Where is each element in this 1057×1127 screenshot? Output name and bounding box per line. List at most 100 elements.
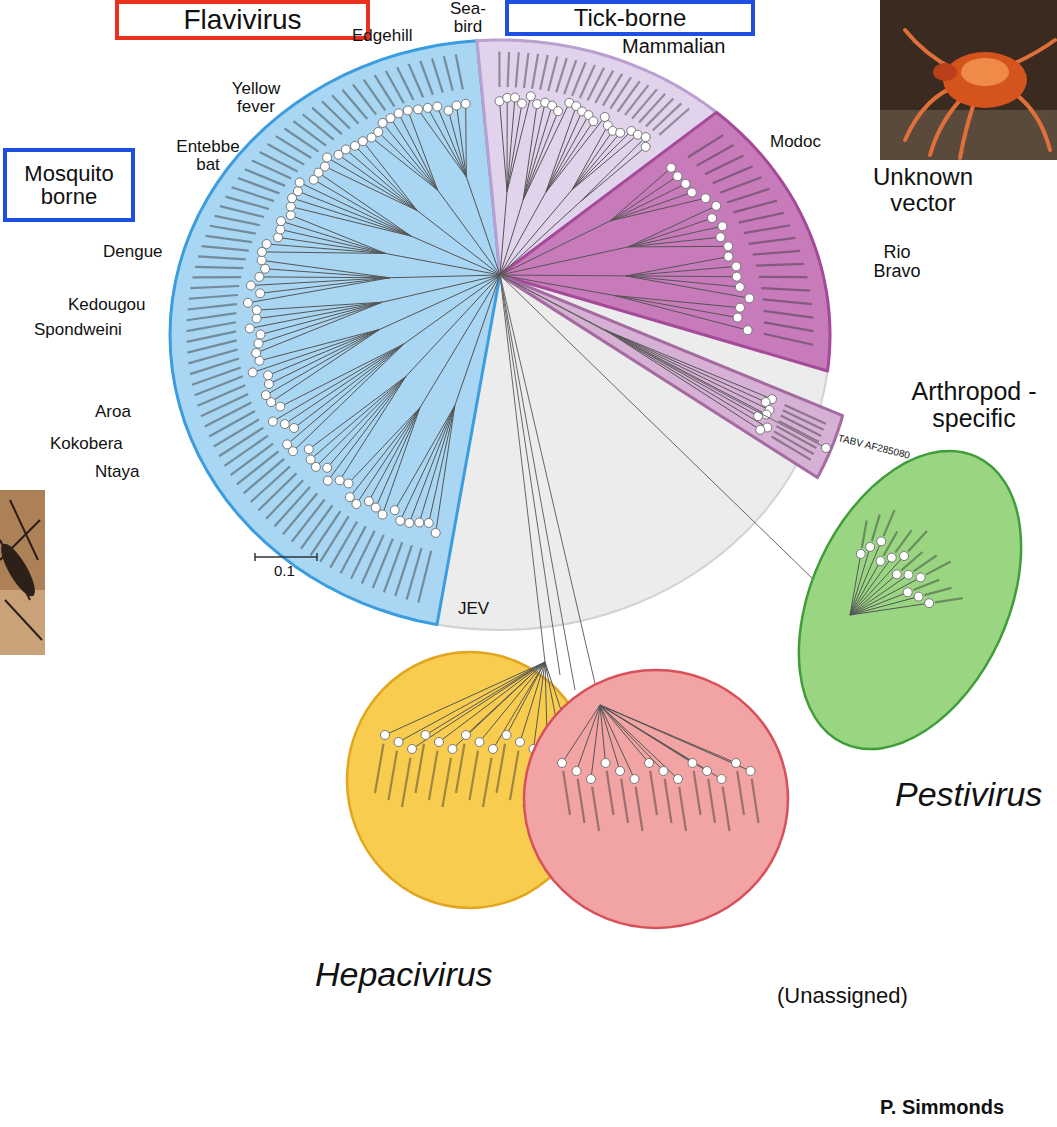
- leaf-dot: [701, 194, 710, 203]
- leaf-name-mark: [205, 403, 252, 427]
- branch-line: [480, 662, 546, 742]
- leaf-name-mark: [764, 334, 813, 345]
- leaf-dot: [433, 102, 442, 111]
- leaf-dot: [641, 142, 650, 151]
- leaf-name-mark: [303, 114, 334, 139]
- branch-line: [614, 295, 740, 307]
- leaf-name-mark: [397, 67, 413, 100]
- leaf-dot: [659, 767, 668, 776]
- leaf-name-mark: [595, 71, 613, 103]
- leaf-name-mark: [198, 256, 246, 259]
- branch-line: [328, 377, 406, 481]
- branch-line: [253, 329, 380, 372]
- leaf-dot: [516, 738, 525, 747]
- leaf-dot: [264, 380, 273, 389]
- leaf-dot: [320, 162, 329, 171]
- leaf-name-mark: [187, 340, 236, 352]
- group-outline: [522, 668, 790, 930]
- branch-line: [395, 406, 455, 510]
- leaf-dot: [444, 106, 453, 115]
- leaf-name-mark: [202, 246, 249, 251]
- leaf-name-mark: [578, 779, 585, 823]
- leaf-dot: [526, 92, 535, 101]
- leaf-dot: [533, 100, 542, 109]
- leaf-dot: [254, 339, 263, 348]
- group-fill: [754, 415, 1057, 784]
- branch-line: [614, 295, 747, 330]
- branch-line: [466, 177, 500, 275]
- group-fill: [524, 670, 788, 928]
- leaf-name-mark: [733, 201, 777, 213]
- leaf-name-mark: [935, 598, 963, 602]
- leaf-name-mark: [744, 225, 790, 233]
- leaf-name-mark: [548, 56, 557, 91]
- branch-line: [448, 111, 466, 177]
- leaf-dot: [572, 767, 581, 776]
- vector-heading-box: Mosquito borne: [3, 148, 135, 222]
- leaf-name-mark: [322, 101, 350, 128]
- branch-line: [399, 113, 438, 190]
- branch-line: [350, 408, 420, 497]
- leaf-name-mark: [708, 779, 715, 823]
- leaf-dot: [732, 759, 741, 768]
- leaf-dot: [255, 272, 264, 281]
- leaf-name-mark: [193, 276, 242, 279]
- branch-line: [605, 330, 760, 430]
- genus-name: (Unassigned): [777, 983, 908, 1009]
- branch-line: [363, 141, 417, 210]
- leaf-name-mark: [252, 161, 291, 179]
- leaf-name-mark: [625, 85, 648, 115]
- branch-line: [600, 705, 722, 779]
- leaf-name-mark: [763, 299, 812, 304]
- leaf-dot: [345, 493, 354, 502]
- branch-line: [426, 662, 546, 735]
- leaf-name-mark: [497, 744, 506, 793]
- branch-line: [628, 226, 722, 247]
- leaf-dot: [703, 767, 712, 776]
- long-branch: [500, 275, 826, 448]
- branch-line: [294, 344, 404, 428]
- leaf-name-mark: [653, 103, 682, 130]
- leaf-dot: [900, 552, 909, 561]
- branch-line: [378, 132, 437, 190]
- leaf-name-mark: [516, 52, 519, 87]
- heading-text: Mosquito borne: [7, 162, 131, 208]
- branch-line: [605, 330, 767, 427]
- branch-line: [572, 133, 620, 190]
- leaf-dot: [716, 233, 725, 242]
- leaf-name-mark: [364, 80, 386, 111]
- virus-name: TABV AF285080: [837, 433, 911, 461]
- leaf-dot: [358, 137, 367, 146]
- leaf-name-mark: [210, 226, 256, 234]
- branch-line: [390, 275, 500, 278]
- genus-name: Pestivirus: [895, 775, 1042, 814]
- leaf-name-mark: [603, 74, 622, 106]
- branch-line: [850, 603, 929, 615]
- clade-label: Rio Bravo: [866, 243, 928, 282]
- leaf-dot: [558, 759, 567, 768]
- tick-body: [943, 52, 1027, 108]
- branch-line: [382, 275, 500, 302]
- branch-line: [500, 247, 628, 275]
- branch-line: [291, 207, 411, 236]
- leaf-dot: [925, 599, 934, 608]
- leaf-dot: [687, 188, 696, 197]
- branch-line: [411, 236, 500, 275]
- leaf-name-mark: [418, 551, 431, 603]
- leaf-dot: [261, 264, 270, 273]
- leaf-name-mark: [659, 109, 689, 135]
- branch-line: [327, 158, 417, 211]
- branch-line: [626, 276, 740, 287]
- leaf-name-mark: [580, 65, 595, 98]
- branch-line: [523, 103, 569, 200]
- branch-line: [591, 705, 600, 779]
- leaf-dot: [448, 745, 457, 754]
- clade-label: Modoc: [770, 133, 821, 151]
- leaf-name-mark: [225, 436, 268, 466]
- branch-line: [453, 662, 546, 749]
- leaf-dot: [724, 252, 733, 261]
- branch-line: [605, 330, 772, 399]
- branch-line: [256, 302, 382, 353]
- leaf-name-mark: [720, 177, 761, 192]
- clade-label: Kedougou: [68, 296, 146, 314]
